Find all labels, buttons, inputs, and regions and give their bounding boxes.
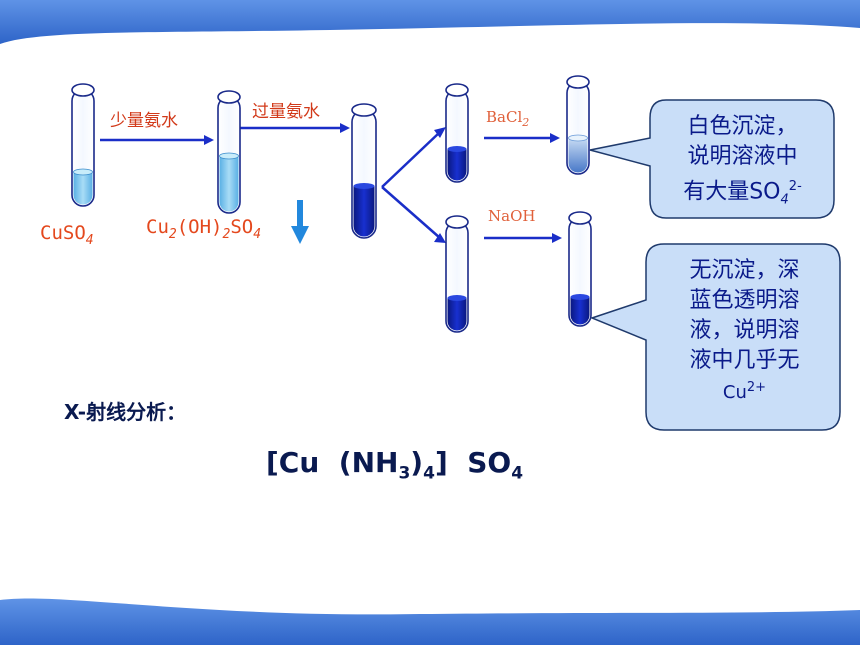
complex-formula: [Cu (NH3)4] SO4 xyxy=(266,446,524,484)
precipitate-down-arrow-icon xyxy=(291,200,309,244)
reagent-excess-ammonia-label: 过量氨水 xyxy=(252,102,320,122)
cuso4-label: CuSO4 xyxy=(40,222,94,248)
basic-copper-sulfate-label: Cu2(OH)2SO4 xyxy=(146,216,262,242)
callout-1-text: 白色沉淀， 说明溶液中 有大量SO42- xyxy=(683,114,802,208)
reagent-bacl2-label: BaCl2 xyxy=(486,108,530,129)
reagent-naoh-label: NaOH xyxy=(488,207,536,225)
test-tube-split-a xyxy=(445,83,469,183)
bottom-banner xyxy=(0,598,860,645)
test-tube-bacl2-result xyxy=(566,75,590,175)
reaction-arrows xyxy=(100,123,562,243)
callout-bubble-2 xyxy=(589,243,841,431)
test-tube-cuso4 xyxy=(71,83,95,207)
test-tube-naoh-result xyxy=(568,211,592,327)
test-tube-complex xyxy=(351,103,377,239)
callout-bubble-1 xyxy=(589,99,835,219)
top-banner xyxy=(0,0,860,44)
reagent-dilute-ammonia-label: 少量氨水 xyxy=(110,111,178,131)
test-tube-split-b xyxy=(445,215,469,333)
test-tube-precipitate xyxy=(217,90,241,214)
xray-analysis-label: X-射线分析： xyxy=(64,400,187,424)
callout-2-text: 无沉淀，深 蓝色透明溶 液，说明溶 液中几乎无 Cu2+ xyxy=(689,258,800,403)
